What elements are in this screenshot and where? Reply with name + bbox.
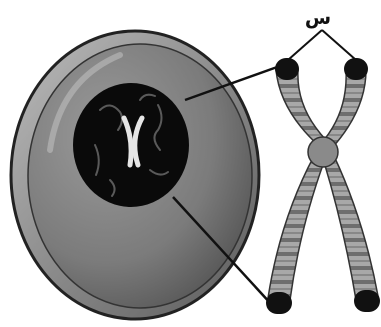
chromosome-arm-upper-left [276,70,326,145]
chromosome-arm-upper-right [324,70,366,148]
chromosome-arms [268,70,378,300]
telomere-label: س [305,7,331,29]
telomere-lower-left [266,292,292,314]
label-pointer-left [288,30,322,60]
label-pointers [288,30,356,60]
telomere-upper-left [275,58,299,80]
chromosome-arm-lower-right [324,156,378,300]
telomere-lower-right [354,290,380,312]
nucleus [73,83,189,207]
centromere [308,137,338,167]
chromosome-arm-lower-left [268,156,324,300]
telomere-upper-right [344,58,368,80]
chromosome [266,58,380,314]
label-pointer-right [322,30,356,60]
